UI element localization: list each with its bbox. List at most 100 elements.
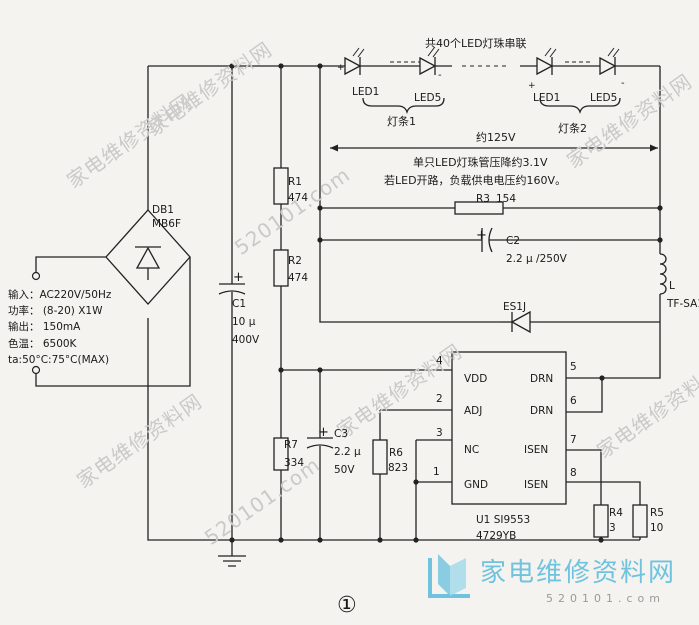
u1-code: 4729YB [476,530,517,542]
junction-dot [317,367,323,373]
c3-voltage: 50V [334,464,355,476]
book-logo-icon [428,554,470,598]
c1-plate-bottom [218,290,246,295]
inductor-wire-bottom [602,294,661,379]
c3-label: C3 [334,428,349,440]
logo-url: 520101.com [546,592,665,605]
led-label: LED1 [352,86,380,98]
inductor-label: L [669,280,675,292]
led-symbol-1 [344,47,365,76]
ic-pin-drn1: DRN [530,373,554,385]
u1-label: U1 SI9553 [476,514,531,526]
pin-number-8: 8 [570,467,577,479]
led-symbol-2 [419,47,440,76]
r5-value: 10 [650,522,664,534]
junction-dot [278,367,284,373]
c2-label: C2 [506,235,521,247]
junction-dot [598,537,604,543]
figure-number: ① [337,593,357,618]
r7-value: 334 [284,457,305,469]
spec-power: 功率： (8-20) X1W [8,305,103,318]
bridge-rectifier-db1 [105,209,191,305]
junction-dot [599,375,605,381]
strip1-brace [362,97,445,115]
spec-input: 输入：AC220V/50Hz [8,289,112,301]
c3-plate-bottom [306,444,334,449]
es1j-label: ES1J [503,301,527,313]
top-caption: 共40个LED灯珠串联 [425,37,527,50]
resistor-r5 [632,504,648,538]
junction-dot [278,537,284,543]
strip2-label: 灯条2 [558,122,587,135]
spec-temp: ta:50°C:75°C(MAX) [8,353,110,366]
es1j-diode [510,310,531,334]
junction-dot [413,537,419,543]
r3-value: 154 [496,193,517,205]
logo-text: 家电维修资料网 [480,558,677,588]
site-logo: 家电维修资料网 520101.com [422,548,697,618]
pin-number-3: 3 [436,427,443,439]
r1-label: R1 [288,176,302,188]
junction-dot [317,537,323,543]
junction-dot [317,205,323,211]
pin-number-7: 7 [570,434,577,446]
c3-value: 2.2 μ [334,446,361,458]
bridge-diode-triangle [135,246,161,269]
note-line2: 若LED开路，负载供电电压约160V。 [384,174,567,187]
c2-plus-sign: + [476,228,487,243]
pin-number-5: 5 [570,361,577,373]
c2-value: 2.2 μ /250V [506,253,567,265]
resistor-r2 [273,249,289,287]
resistor-r1 [273,167,289,205]
db1-part: MB6F [152,218,181,230]
spec-color-temp: 色温： 6500K [8,337,77,350]
r2-value: 474 [288,272,309,284]
ic-pin-gnd: GND [464,479,489,491]
junction-dot [278,63,284,69]
left-rail-wire-bottom [147,318,232,541]
ac-input-wire-top [35,256,106,273]
spec-block: 输入：AC220V/50Hz 功率： (8-20) X1W 输出： 150mA … [8,287,111,368]
resistor-r6 [372,439,388,475]
drn2-pin-wire [566,378,603,413]
pin-number-4: 4 [436,355,443,367]
junction-dot [657,205,663,211]
voltage-label: 约125V [476,131,516,144]
resistor-r3 [454,201,504,215]
ic-u1 [451,351,567,505]
ic-pin-nc: NC [464,444,480,456]
r2-label: R2 [288,255,302,267]
led-plus-sign: + [528,81,536,91]
r4-label: R4 [609,507,623,519]
r6-label: R6 [389,447,403,459]
note-line1: 单只LED灯珠管压降约3.1V [413,156,548,169]
ac-input-wire-bottom [35,257,191,387]
ground-symbol [218,555,246,567]
strip2-brace [539,97,621,115]
led-plus-sign: + [337,63,345,73]
voltage-arrow-left-head [330,144,338,152]
c1-label: C1 [232,298,247,310]
inductor-part: TF-SA1 [667,298,699,310]
c1-plus-sign: + [233,270,244,285]
ic-pin-isen2: ISEN [524,479,549,491]
led-label: LED5 [414,92,442,104]
r7-label: R7 [284,439,298,451]
c1-voltage: 400V [232,334,260,346]
junction-dot [317,237,323,243]
voltage-arrow-right-head [650,144,658,152]
junction-dot [317,63,323,69]
pin-number-6: 6 [570,395,577,407]
junction-dot [229,63,235,69]
isen2-pin-wire [566,481,641,505]
c3-plus-sign: + [318,425,329,440]
c1-value: 10 μ [232,316,256,328]
r3-label: R3 [476,193,490,205]
pin-number-2: 2 [436,393,443,405]
r4-value: 3 [609,522,616,534]
ic-pin-drn2: DRN [530,405,554,417]
led-symbol-3 [536,47,557,76]
led-symbol-4 [599,47,620,76]
pin-number-1: 1 [433,466,440,478]
